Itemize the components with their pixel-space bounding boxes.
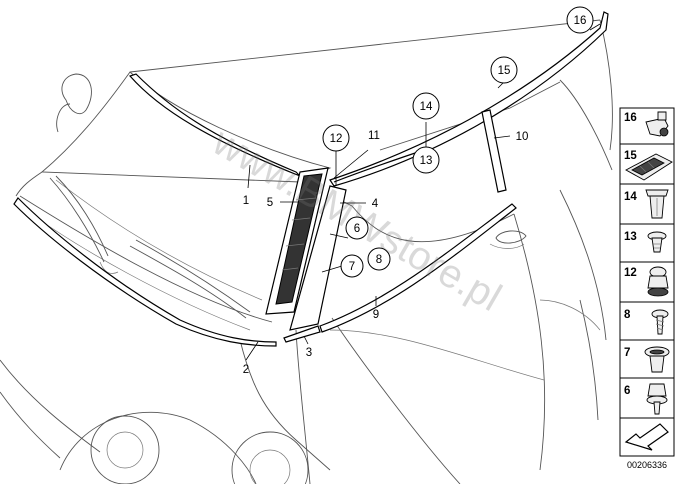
legend-item-8: 8 [619, 301, 675, 341]
svg-text:16: 16 [624, 112, 637, 124]
leader-lines [245, 23, 601, 361]
legend-item-15: 15 [619, 143, 675, 185]
legend-item-7: 7 [619, 339, 675, 379]
legend-item-12: 12 [619, 261, 675, 303]
callout-11: 11 [368, 130, 380, 142]
screw-icon [651, 309, 669, 335]
b-pillar-trim [481, 109, 507, 193]
svg-text:15: 15 [498, 65, 511, 77]
callout-8: 8 [367, 247, 391, 271]
parts-legend: 16 15 14 [619, 107, 675, 470]
callout-16: 16 [566, 6, 594, 34]
callout-3: 3 [306, 347, 312, 359]
expanding-clip-icon [645, 189, 669, 219]
callout-9: 9 [373, 309, 379, 321]
svg-text:14: 14 [420, 101, 433, 113]
legend-item-13: 13 [619, 223, 675, 263]
svg-text:15: 15 [624, 150, 637, 162]
door-moulding [319, 203, 517, 333]
svg-text:8: 8 [624, 309, 631, 321]
svg-text:7: 7 [624, 347, 630, 359]
a-pillar-trim [289, 185, 347, 331]
svg-text:6: 6 [354, 223, 360, 235]
callout-4: 4 [372, 198, 379, 210]
lower-trim [283, 325, 321, 343]
callout-6: 6 [345, 216, 369, 240]
callout-5: 5 [267, 197, 273, 209]
direction-arrow-cell [619, 417, 675, 457]
callout-14: 14 [412, 92, 440, 120]
svg-text:8: 8 [376, 254, 382, 266]
svg-text:6: 6 [624, 385, 630, 397]
windscreen-seal-lower [13, 197, 277, 347]
svg-text:7: 7 [349, 261, 355, 273]
svg-text:16: 16 [574, 15, 587, 27]
svg-text:13: 13 [420, 155, 433, 167]
legend-item-6: 6 [619, 377, 675, 419]
callout-10: 10 [516, 131, 529, 143]
circled-callouts: 6 7 8 12 13 14 15 16 [322, 6, 594, 278]
svg-text:13: 13 [624, 231, 637, 243]
roof-moulding [329, 11, 609, 187]
callout-13: 13 [412, 146, 440, 174]
legend-item-14: 14 [619, 183, 675, 225]
windscreen-seal-upper [128, 73, 301, 177]
car-outline [0, 19, 613, 484]
plain-callouts: 1 2 3 4 5 9 10 11 [243, 130, 529, 376]
callout-12: 12 [322, 124, 350, 152]
direction-arrow-icon [624, 423, 669, 451]
fir-tree-clip-icon [646, 383, 668, 415]
callout-15: 15 [490, 56, 518, 84]
svg-text:14: 14 [624, 191, 637, 203]
clip-bracket-icon [645, 111, 669, 137]
svg-text:12: 12 [624, 267, 637, 279]
clip-connector-icon [625, 153, 673, 181]
slotted-clip-icon [644, 346, 670, 373]
callout-7: 7 [340, 254, 364, 278]
document-number: 00206336 [627, 460, 667, 470]
callout-2: 2 [243, 364, 249, 376]
callout-1: 1 [243, 195, 249, 207]
svg-text:12: 12 [330, 133, 343, 145]
legend-item-16: 16 [619, 107, 675, 145]
push-rivet-icon [647, 231, 667, 253]
mounting-clip-icon [647, 266, 669, 297]
trim-parts [13, 11, 609, 347]
